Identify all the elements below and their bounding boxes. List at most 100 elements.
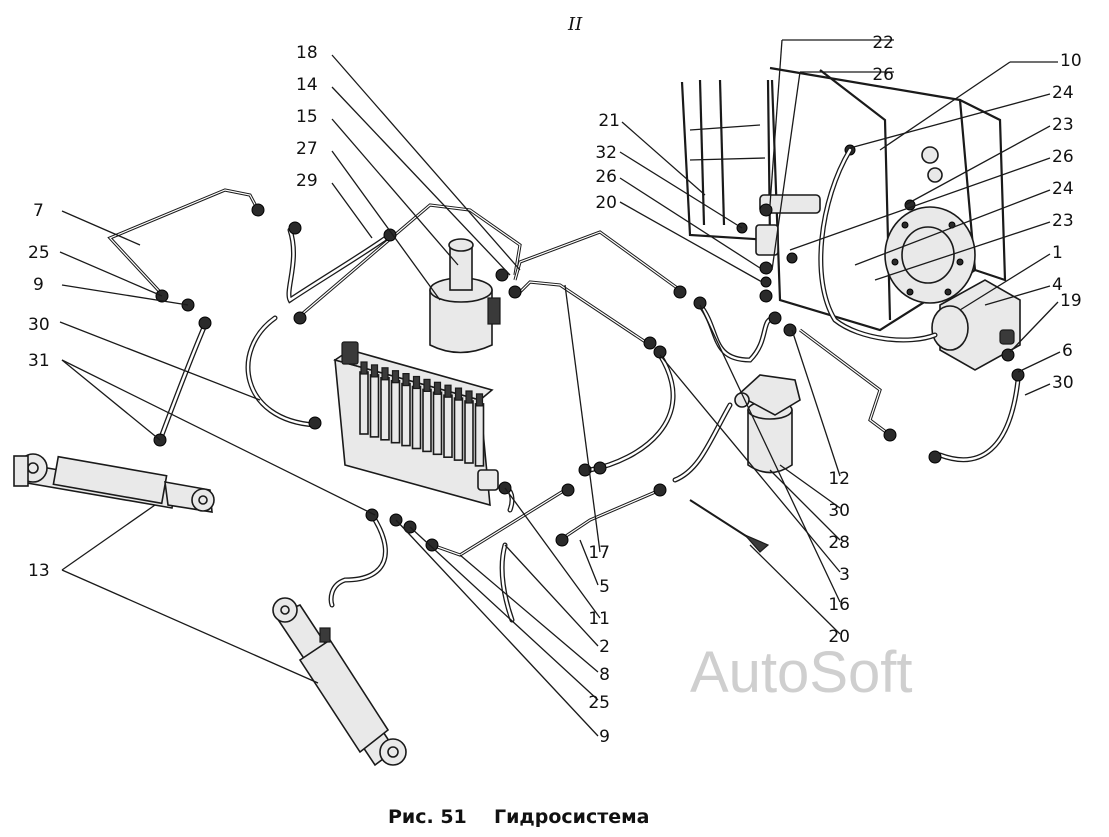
leader-line-1 [959, 253, 1051, 311]
leader-line-18 [331, 54, 521, 271]
callout-8: 8 [599, 665, 610, 685]
leader-line-30 [59, 321, 261, 401]
callout-28: 28 [828, 533, 850, 553]
callout-14: 14 [296, 75, 318, 95]
leader-line-4 [984, 285, 1051, 306]
callout-19: 19 [1060, 291, 1082, 311]
fitting-nut [883, 428, 897, 442]
fitting-nut [308, 416, 322, 430]
leader-line-31 [61, 359, 161, 441]
fitting-nut [643, 336, 657, 350]
flexible-hoses [157, 147, 1021, 623]
breather-rod [689, 499, 770, 553]
leader-line-20 [619, 201, 763, 283]
leader-line-25 [59, 251, 163, 297]
leader-line-28 [769, 469, 841, 541]
hydraulic-cylinder-upper [13, 453, 215, 513]
callout-27: 27 [296, 139, 318, 159]
leader-line-19 [1009, 301, 1059, 353]
fitting-nut [508, 285, 522, 299]
callout-15: 15 [296, 107, 318, 127]
callout-7: 7 [33, 201, 44, 221]
figure-number: Рис. 51 [388, 806, 467, 828]
callout-6: 6 [1062, 341, 1073, 361]
leader-line-32 [619, 151, 743, 229]
fitting-nut [561, 483, 575, 497]
leader-line-26 [619, 177, 761, 269]
hydraulic-cylinder-lower [272, 597, 407, 767]
fitting-nut [293, 311, 307, 325]
leader-line-5 [579, 539, 599, 586]
leader-line-25 [409, 526, 599, 701]
fitting-nut [768, 311, 782, 325]
fitting-nut [555, 533, 569, 547]
callout-25: 25 [28, 243, 50, 263]
callout-18: 18 [296, 43, 318, 63]
leader-line-27 [331, 150, 441, 301]
callout-11: 11 [588, 609, 610, 629]
leader-line-30 [779, 464, 841, 509]
leader-line-22 [769, 39, 783, 206]
callout-2: 2 [599, 637, 610, 657]
callout-25: 25 [588, 693, 610, 713]
tractor-frame [680, 66, 1007, 332]
callout-23: 23 [1052, 211, 1074, 231]
fitting-nut [425, 538, 439, 552]
fitting-nut [928, 450, 942, 464]
fitting-nut [383, 228, 397, 242]
callout-20: 20 [595, 193, 617, 213]
leader-line-11 [504, 487, 601, 619]
fitting-nut [288, 221, 302, 235]
oil-tank [429, 238, 501, 354]
leader-line-31 [61, 359, 376, 516]
callout-17: 17 [588, 543, 610, 563]
oil-filter [734, 374, 801, 474]
leader-line-17 [564, 284, 601, 553]
fitting-nut [593, 461, 607, 475]
callout-20: 20 [828, 627, 850, 647]
callout-1: 1 [1052, 243, 1063, 263]
leader-line-6 [1017, 351, 1061, 373]
leader-line-3 [659, 354, 841, 573]
fitting-nut [693, 296, 707, 310]
callout-3: 3 [839, 565, 850, 585]
view-marker: II [567, 14, 583, 35]
callout-10: 10 [1060, 51, 1082, 71]
fitting-nut [495, 268, 509, 282]
leader-line-12 [791, 329, 841, 477]
leader-line-29 [331, 182, 373, 239]
leader-line-24 [854, 189, 1051, 266]
callout-12: 12 [828, 469, 850, 489]
leader-line-8 [459, 554, 599, 673]
callout-26: 26 [872, 65, 894, 85]
callout-26: 26 [1052, 147, 1074, 167]
leader-line-10 [879, 61, 1011, 151]
fitting-nut [673, 285, 687, 299]
leader-line-30 [1024, 383, 1051, 396]
watermark: AutoSoft [690, 640, 912, 705]
callout-16: 16 [828, 595, 850, 615]
leader-line-23 [874, 221, 1051, 281]
leader-line-13 [61, 504, 156, 571]
fitting-nut [653, 345, 667, 359]
callout-13: 13 [28, 561, 50, 581]
callout-21: 21 [598, 111, 620, 131]
leader-line-20 [749, 544, 841, 635]
callout-9: 9 [33, 275, 44, 295]
leader-line-14 [331, 86, 511, 276]
leader-line-13 [61, 569, 319, 684]
callout-30: 30 [28, 315, 50, 335]
leader-line-21 [621, 121, 706, 196]
fitting-nut [251, 203, 265, 217]
callout-22: 22 [872, 33, 894, 53]
callout-labels: 1814152729725930311322261024232126322620… [28, 33, 1082, 747]
leader-lines [59, 39, 1061, 737]
callout-30: 30 [828, 501, 850, 521]
callout-24: 24 [1052, 83, 1074, 103]
callout-26: 26 [595, 167, 617, 187]
leader-line-24 [849, 93, 1051, 149]
callout-24: 24 [1052, 179, 1074, 199]
leader-line-15 [331, 118, 459, 266]
fitting-nut [1001, 348, 1015, 362]
